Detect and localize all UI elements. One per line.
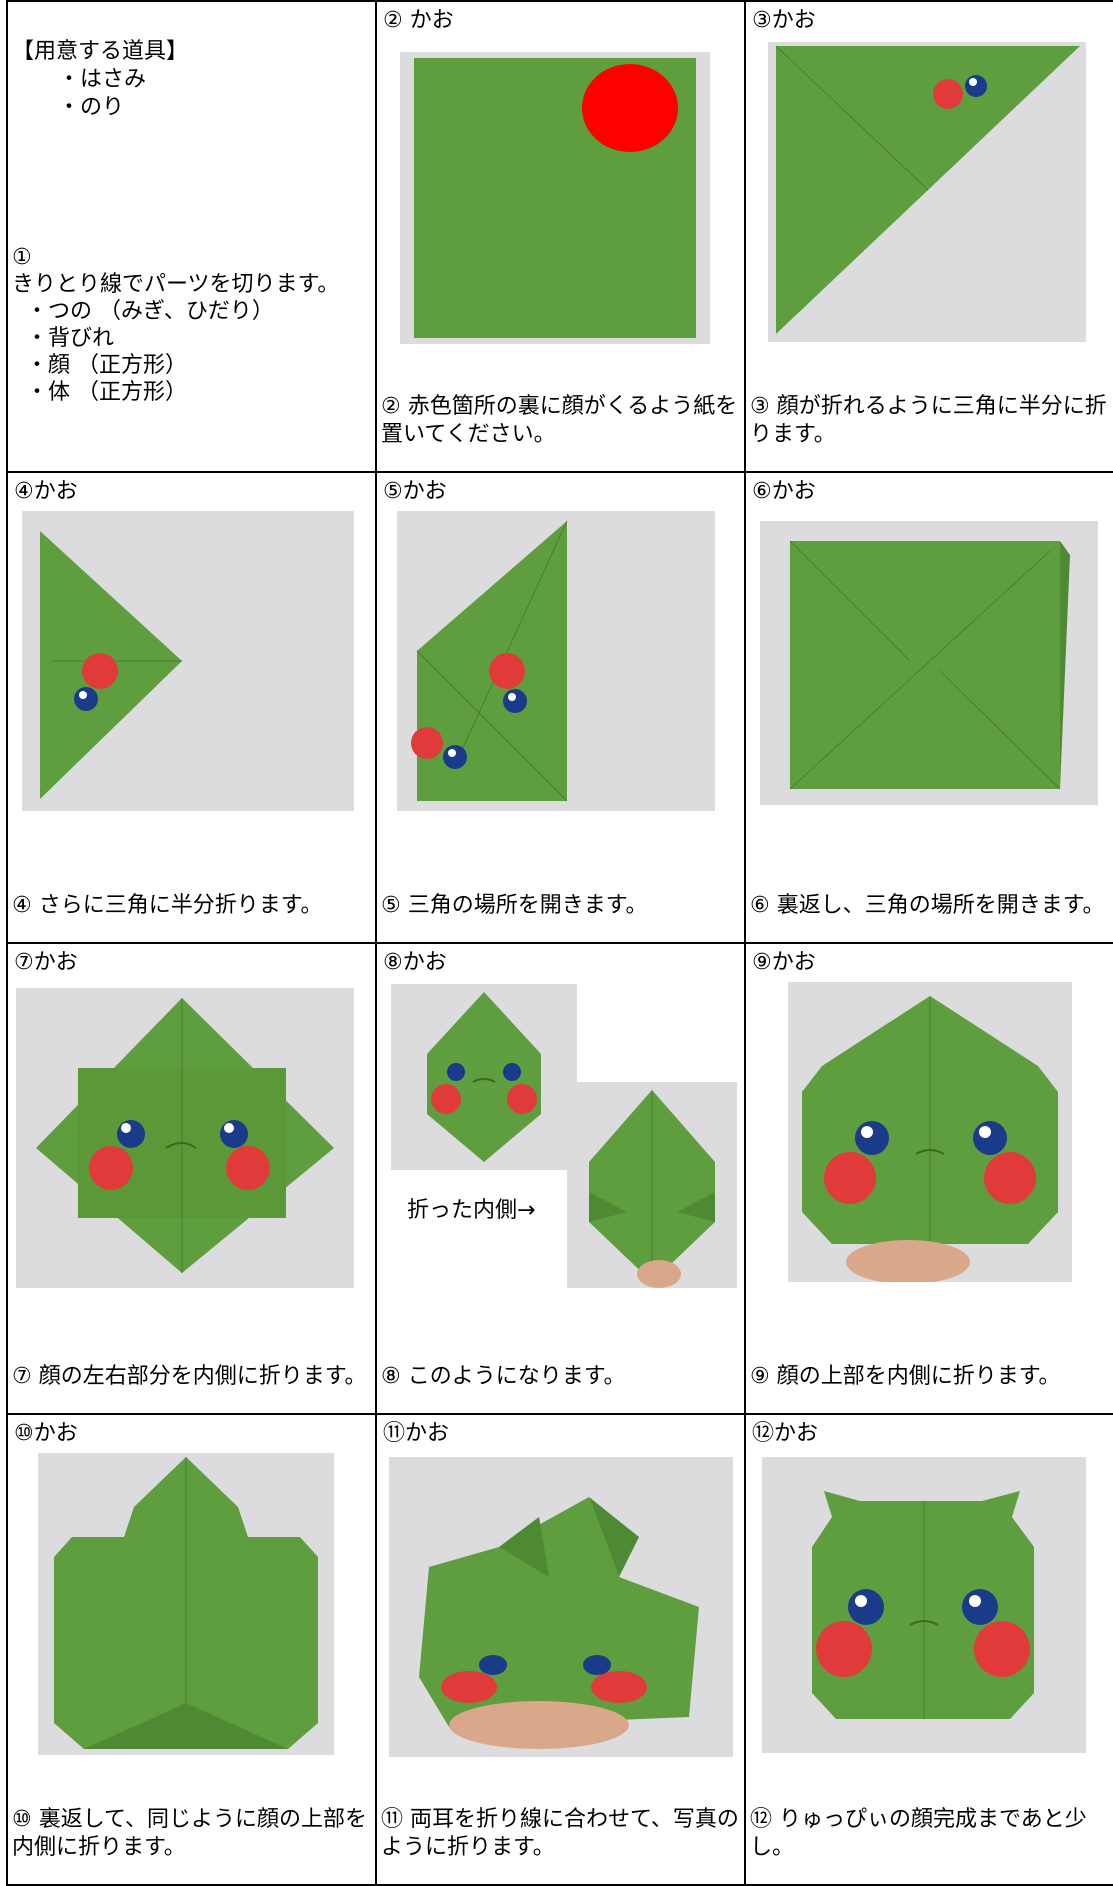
tools-section: 【用意する道具】 ・はさみ ・のり [12,38,188,122]
step-4-title: ④かお [14,479,78,504]
step-4-photo [22,511,354,811]
step-1-number: ① [12,245,32,270]
step-2-photo [400,52,710,344]
tool-scissors: ・はさみ [58,67,147,92]
step-6-title: ⑥かお [752,479,816,504]
cell-step-3: ③かお ③ 顔が折れるように三角に半分に折ります。 [744,0,1113,473]
step-1-section: ① きりとり線でパーツを切ります。 ・つの （みぎ、ひだり） ・背びれ ・顔 （… [12,244,339,406]
cell-step-2: ② かお ② 赤色箇所の裏に顔がくるよう紙を置いてください。 [375,0,746,473]
step-8-photo-back [567,1082,737,1288]
cell-step-8: ⑧かお 折った内側 [375,942,746,1415]
step-9-caption: ⑨ 顔の上部を内側に折ります。 [750,1364,1061,1389]
step-12-caption: ⑫ りゅっぴぃの顔完成まであと少し。 [750,1807,1087,1860]
step-5-caption: ⑤ 三角の場所を開きます。 [381,893,648,918]
step-3-caption: ③ 顔が折れるように三角に半分に折ります。 [750,394,1107,447]
tools-heading: 【用意する道具】 [12,39,189,64]
step-8-title: ⑧かお [383,950,447,975]
cell-tools-and-step-1: 【用意する道具】 ・はさみ ・のり ① きりとり線でパーツを切ります。 ・つの … [6,0,377,473]
cell-step-9: ⑨かお ⑨ 顔の上部を内側に折ります。 [744,942,1113,1415]
step-5-title: ⑤かお [383,479,447,504]
step-8-caption: ⑧ このようになります。 [381,1364,626,1389]
cell-step-5: ⑤かお ⑤ 三角の場所を開きます。 [375,471,746,944]
step-9-photo [788,982,1072,1282]
step-12-photo [762,1457,1086,1753]
step-10-caption: ⑩ 裏返して、同じように顔の上部を内側に折ります。 [12,1807,367,1860]
step-2-caption: ② 赤色箇所の裏に顔がくるよう紙を置いてください。 [381,394,738,447]
step-3-photo [768,42,1086,342]
step-3-title: ③かお [752,8,816,33]
step-9-title: ⑨かお [752,950,816,975]
cell-step-10: ⑩かお ⑩ 裏返して、同じように顔の上部を内側に折ります。 [6,1413,377,1886]
step-1-text: きりとり線でパーツを切ります。 [12,272,340,297]
inner-side-annotation: 折った内側→ [407,1198,536,1223]
step-7-caption: ⑦ 顔の左右部分を内側に折ります。 [12,1364,367,1389]
part-back-fin: ・背びれ [26,326,115,351]
step-11-title: ⑪かお [383,1421,450,1446]
step-6-caption: ⑥ 裏返し、三角の場所を開きます。 [750,893,1105,918]
step-12-title: ⑫かお [752,1421,819,1446]
part-face: ・顔 （正方形） [26,353,187,378]
step-11-caption: ⑪ 両耳を折り線に合わせて、写真のように折ります。 [381,1807,739,1860]
step-7-photo [16,988,354,1288]
cell-step-6: ⑥かお ⑥ 裏返し、三角の場所を開きます。 [744,471,1113,944]
step-4-caption: ④ さらに三角に半分折ります。 [12,893,323,918]
cell-step-12: ⑫かお ⑫ りゅっぴぃの顔完成まであと少し。 [744,1413,1113,1886]
step-6-photo [760,521,1098,805]
cell-step-7: ⑦かお ⑦ 顔の左右部分を内側に折ります。 [6,942,377,1415]
step-10-photo [38,1453,334,1755]
step-7-title: ⑦かお [14,950,78,975]
part-body: ・体 （正方形） [26,380,187,405]
step-11-photo [389,1457,733,1757]
tool-glue: ・のり [58,95,125,120]
cell-step-11: ⑪かお ⑪ 両耳を折り線に合わせて、写真のように折ります。 [375,1413,746,1886]
instruction-grid: 【用意する道具】 ・はさみ ・のり ① きりとり線でパーツを切ります。 ・つの … [6,0,1113,1886]
step-2-title: ② かお [383,8,454,33]
cell-step-4: ④かお ④ さらに三角に半分折ります。 [6,471,377,944]
step-5-photo [397,511,715,811]
part-horns: ・つの （みぎ、ひだり） [26,299,274,324]
step-8-photo-front [391,984,577,1170]
step-10-title: ⑩かお [14,1421,78,1446]
